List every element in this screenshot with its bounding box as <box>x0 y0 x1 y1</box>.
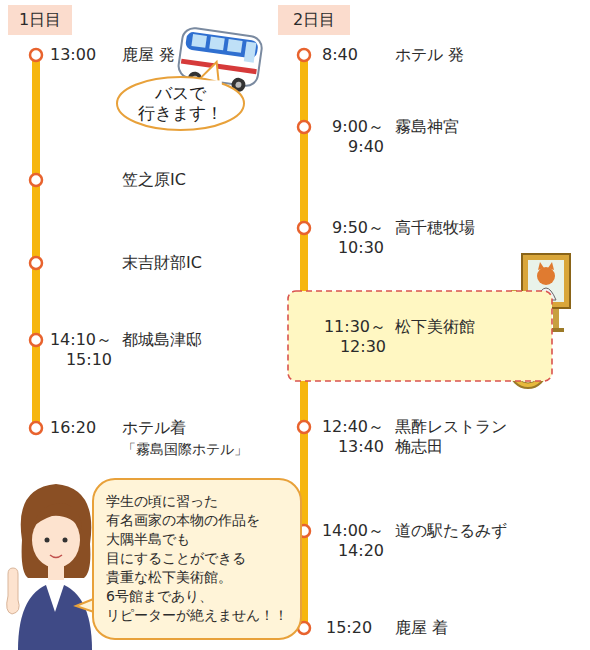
callout-join <box>95 596 99 614</box>
day-tab: 1日目 <box>8 5 72 35</box>
guide-woman <box>7 484 92 650</box>
timeline-bar <box>32 55 40 429</box>
tab-fill <box>8 5 72 35</box>
time-label: 13:00 <box>50 45 96 65</box>
place-label: ホテル着 <box>122 418 186 438</box>
day-tab: 2日目 <box>278 5 350 35</box>
time-label: 14:00～ 14:20 <box>318 521 384 561</box>
time-label: 8:40 <box>322 45 358 65</box>
node-text: 学生の頃に習った 有名画家の本物の作品を 大隅半島でも 目にすることができる 貴… <box>106 492 278 625</box>
place-label: 笠之原IC <box>122 170 186 190</box>
node-text: 11:30～ 12:30 <box>320 317 386 357</box>
guide-callout: 学生の頃に習った 有名画家の本物の作品を 大隅半島でも 目にすることができる 貴… <box>92 478 302 640</box>
time-label: 12:40～ 13:40 <box>318 417 384 457</box>
highlight-box: 11:30～ 12:30 松下美術館 <box>287 290 553 382</box>
time-label: 15:20 <box>326 618 372 638</box>
time-label: 14:10～ 15:10 <box>46 330 112 370</box>
time-label: 9:00～ 9:40 <box>318 117 384 157</box>
place-label: 黒酢レストラン 桷志田 <box>395 417 519 457</box>
node-text: 2日目 <box>278 5 350 35</box>
callout-body <box>93 479 301 639</box>
time-label: 9:50～ 10:30 <box>318 218 384 258</box>
place-label: 「霧島国際ホテル」 <box>122 440 248 458</box>
time-label: 16:20 <box>50 418 96 438</box>
place-label: 霧島神宮 <box>395 117 459 137</box>
node-text: 1日目 <box>8 5 72 35</box>
tab-fill <box>278 5 350 35</box>
highlight-fill <box>288 291 552 381</box>
place-label: 高千穂牧場 <box>395 218 475 238</box>
place-label: 鹿屋 発 <box>122 45 175 65</box>
place-label: 都城島津邸 <box>122 330 202 350</box>
place-label: 鹿屋 着 <box>395 618 448 638</box>
node-text: バスで 行きます！ <box>138 83 222 123</box>
speech-bubble: バスで 行きます！ <box>116 76 245 131</box>
node-text: 松下美術館 <box>395 317 515 337</box>
place-label: 道の駅たるみず <box>395 521 507 541</box>
place-label: 末吉財部IC <box>122 253 202 273</box>
place-label: ホテル 発 <box>395 45 464 65</box>
bubble-body <box>117 77 244 130</box>
